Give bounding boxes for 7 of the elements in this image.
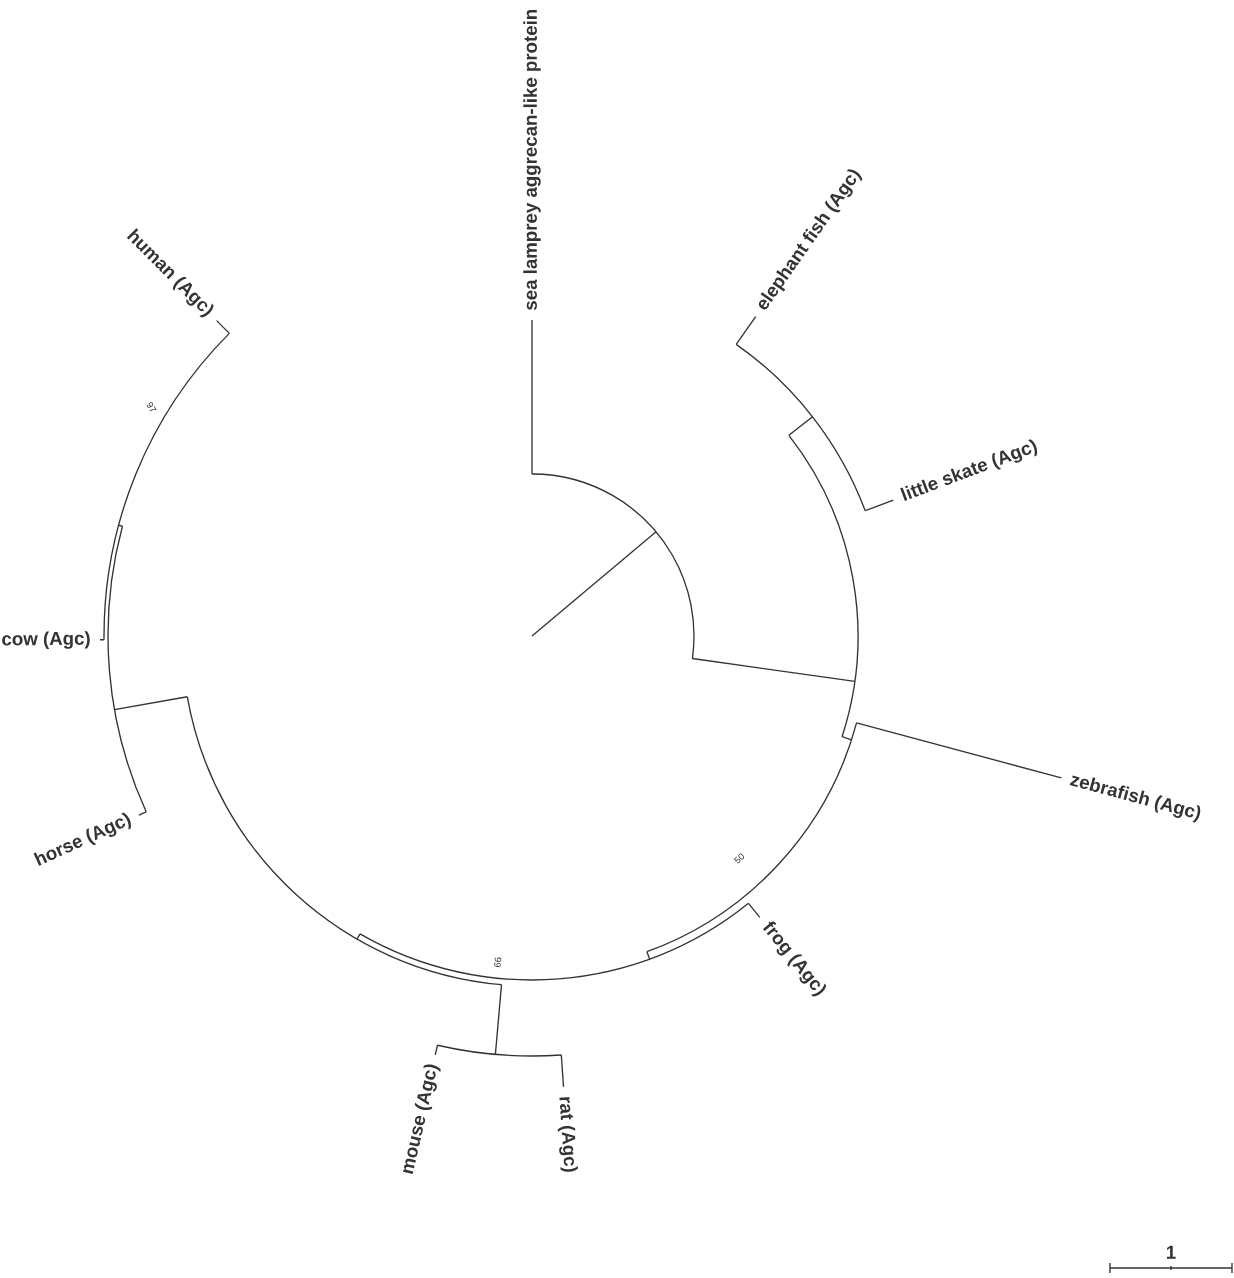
taxon-label: mouse (Agc) [403,1064,441,1175]
taxon-label: zebrafish (Agc) [1069,775,1201,823]
taxon-label: cow (Agc) [2,631,90,649]
taxon-label: rat (Agc) [557,1097,578,1172]
taxon-label: sea lamprey aggrecan-like protein [523,9,541,310]
scale-label: 1 [1166,1245,1176,1259]
taxon-label: little skate (Agc) [900,439,1038,501]
